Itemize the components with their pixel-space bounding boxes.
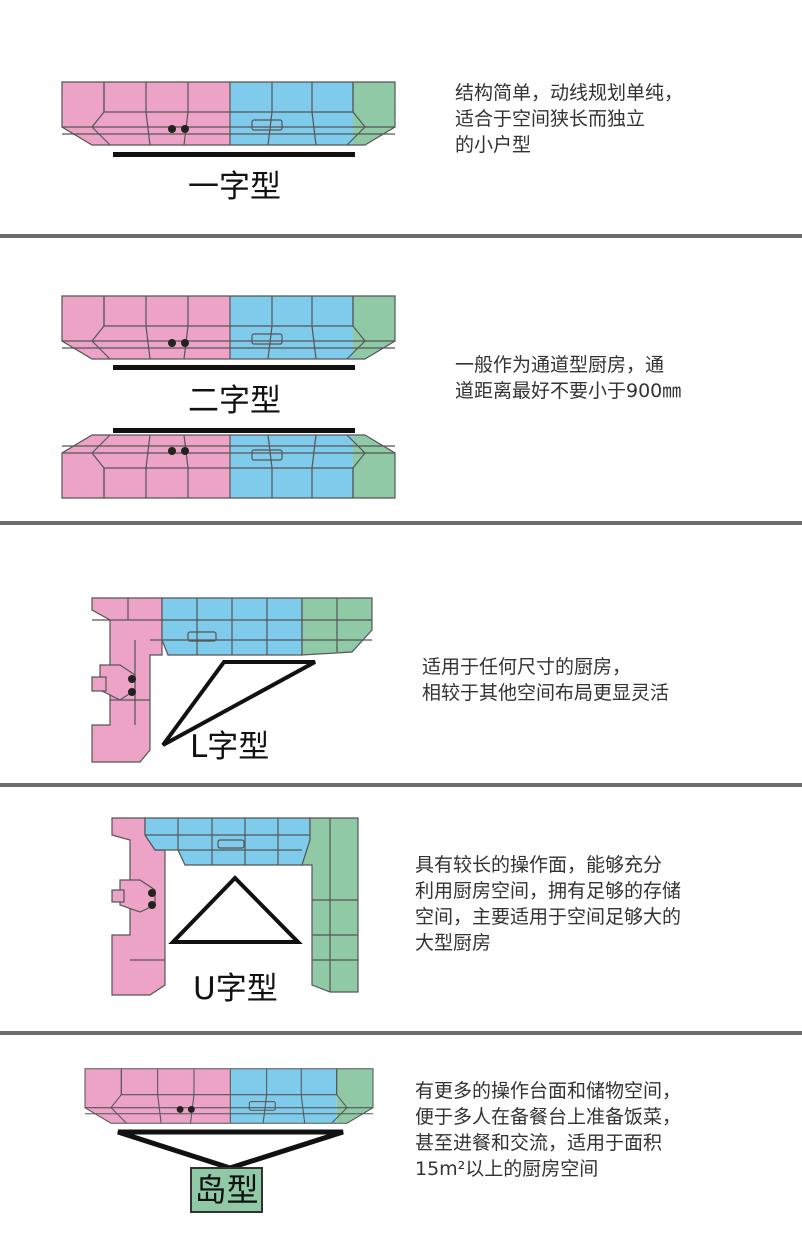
layout-description-straight: 结构简单，动线规划单纯， 适合于空间狭长而独立 的小户型 [455, 80, 683, 158]
wall-line-bottom [113, 428, 355, 433]
wall-line [113, 152, 355, 157]
desc-line: 一般作为通道型厨房，通 [455, 354, 665, 376]
island-wall-counter [85, 1069, 373, 1123]
desc-line: 便于多人在备餐台上准备饭菜， [415, 1106, 682, 1128]
desc-line: 适合于空间狭长而独立 [455, 108, 646, 130]
section-divider [0, 521, 802, 525]
desc-line: 空间，主要适用于空间足够大的 [415, 906, 682, 928]
layout-description-island: 有更多的操作台面和储物空间， 便于多人在备餐台上准备饭菜， 甚至进餐和交流，适用… [415, 1078, 681, 1182]
desc-line: 的小户型 [455, 134, 532, 156]
desc-line: 具有较长的操作面，能够充分 [415, 854, 663, 876]
straight-counter [62, 82, 395, 145]
layout-title-u-shape: U字型 [193, 971, 278, 1007]
layout-title-straight: 一字型 [188, 169, 281, 205]
island-triangle [117, 1129, 344, 1171]
desc-line: 有更多的操作台面和储物空间， [415, 1080, 682, 1102]
counter-top-row [62, 296, 395, 359]
l-shaped-counter [91, 597, 373, 763]
counter-bottom-row [62, 435, 395, 498]
desc-line: 相较于其他空间布局更显灵活 [422, 682, 670, 704]
work-triangle [161, 660, 316, 747]
desc-line: 利用厨房空间，拥有足够的存储 [415, 880, 682, 902]
u-shaped-counter [111, 817, 359, 996]
desc-line: 道距离最好不要小于900㎜ [455, 380, 682, 402]
section-divider [0, 783, 802, 787]
desc-line: 大型厨房 [415, 932, 492, 954]
section-divider [0, 234, 802, 238]
layout-description-l-shape: 适用于任何尺寸的厨房， 相较于其他空间布局更显灵活 [422, 654, 669, 706]
layout-title-l-shape: L字型 [190, 729, 270, 765]
layout-title-galley: 二字型 [188, 383, 281, 419]
wall-line-top [113, 365, 355, 370]
desc-line: 适用于任何尺寸的厨房， [422, 656, 632, 678]
section-divider [0, 1031, 802, 1035]
work-triangle [168, 875, 303, 944]
desc-line: 甚至进餐和交流，适用于面积 [415, 1132, 663, 1154]
desc-line: 结构简单，动线规划单纯， [455, 82, 684, 104]
layout-title-island: 岛型 [190, 1167, 263, 1213]
desc-line: 15m²以上的厨房空间 [415, 1158, 599, 1180]
layout-description-galley: 一般作为通道型厨房，通 道距离最好不要小于900㎜ [455, 352, 681, 404]
layout-description-u-shape: 具有较长的操作面，能够充分 利用厨房空间，拥有足够的存储 空间，主要适用于空间足… [415, 852, 681, 956]
